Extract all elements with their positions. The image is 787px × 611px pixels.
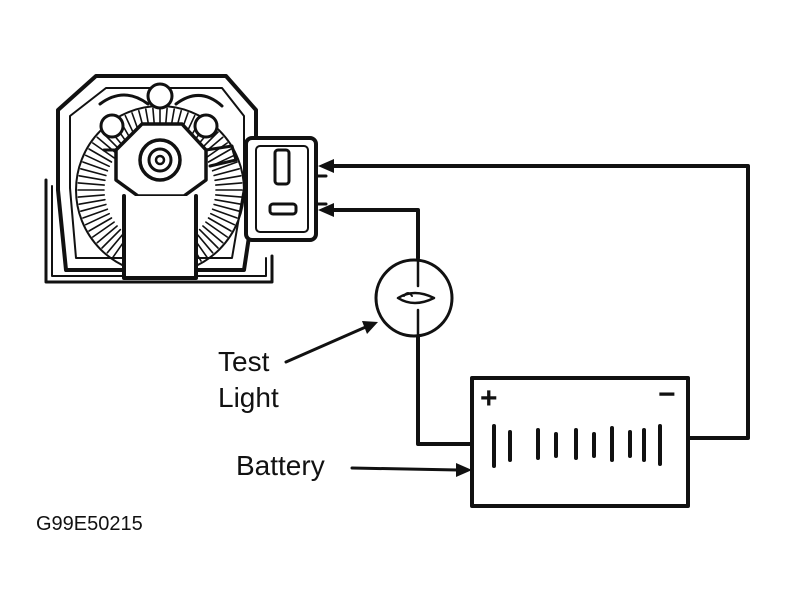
fan-blade [78, 175, 106, 182]
fan-blade [207, 148, 232, 163]
fan-blade [88, 148, 113, 163]
fan-blade [211, 208, 238, 219]
fan-blade [82, 208, 109, 219]
test-light-label-line1: Test [218, 346, 270, 377]
battery-positive-sign: + [480, 382, 498, 415]
fan-blade [101, 228, 122, 249]
test-light-label-line2: Light [218, 382, 279, 413]
fan-blade [205, 142, 228, 159]
motor-connector [244, 136, 328, 242]
fan-blade [77, 182, 105, 186]
fan-blade [78, 198, 106, 205]
fan-blade [213, 168, 240, 177]
fan-blade [84, 154, 110, 168]
fan-blade [198, 228, 219, 249]
fan-blade [211, 161, 238, 172]
fan-blade [88, 217, 113, 232]
fan-blade [195, 232, 214, 254]
battery-symbol [470, 376, 690, 508]
fan-blade [202, 225, 224, 244]
test-light-bulb [374, 256, 454, 338]
fan-blade [210, 212, 236, 226]
fan-blade [213, 203, 240, 212]
leader-arrowheads [362, 321, 472, 477]
fan-blade [82, 161, 109, 172]
battery-cells [492, 424, 662, 468]
fan-blade [84, 212, 110, 226]
fan-blade [80, 203, 107, 212]
fan-blade [207, 217, 232, 232]
fan-blade [205, 221, 228, 238]
fan-blade [96, 225, 118, 244]
wire-negative-return [328, 164, 750, 440]
fan-blades [77, 107, 243, 262]
fan-blade [214, 198, 242, 205]
figure-code: G99E50215 [36, 513, 143, 535]
battery-label: Battery [236, 450, 325, 481]
fan-blade [106, 232, 125, 254]
fan-blade [215, 182, 243, 186]
battery-negative-sign: − [658, 378, 676, 411]
wire-test-light-bottom [416, 334, 496, 446]
blower-motor [44, 74, 274, 284]
fan-blade [80, 168, 107, 177]
battery-leader [350, 466, 460, 472]
leader-arrows [284, 324, 460, 472]
fan-blade [215, 194, 243, 198]
wires [328, 164, 750, 446]
test-light-leader [284, 324, 370, 364]
wire-arrows [318, 159, 334, 217]
fan-blade [214, 175, 242, 182]
fan-blade [77, 194, 105, 198]
fan-blade [92, 221, 115, 238]
wire-test-light-top [328, 208, 420, 260]
